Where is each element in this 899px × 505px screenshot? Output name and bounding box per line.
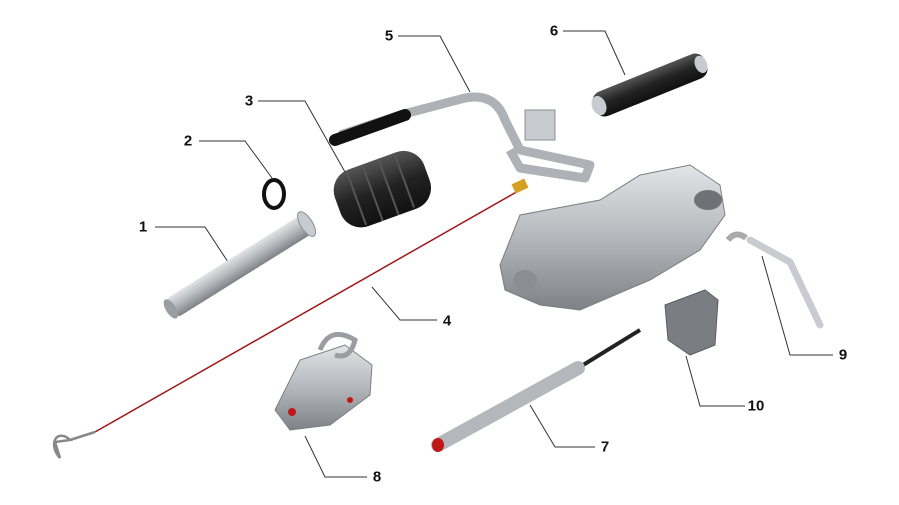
bent-rod xyxy=(725,231,824,329)
callout-9: 9 xyxy=(838,346,848,364)
callout-2: 2 xyxy=(183,132,193,150)
pin xyxy=(163,211,317,319)
callout-5: 5 xyxy=(384,27,394,45)
callout-8: 8 xyxy=(372,468,382,486)
handbrake-lever xyxy=(329,92,595,183)
callout-6: 6 xyxy=(549,22,559,40)
push-rod xyxy=(431,328,642,452)
callout-3: 3 xyxy=(244,92,254,110)
callout-7: 7 xyxy=(600,438,610,456)
leader-lines xyxy=(155,30,833,478)
breakaway-cable xyxy=(94,189,521,433)
o-ring xyxy=(262,178,286,210)
callout-4: 4 xyxy=(442,312,452,330)
callout-1: 1 xyxy=(138,218,148,236)
coupling-head xyxy=(274,331,373,431)
damper xyxy=(591,53,708,117)
cover xyxy=(664,289,719,356)
bellows xyxy=(333,150,432,228)
cable-hook xyxy=(52,430,96,459)
callout-10: 10 xyxy=(747,397,765,415)
coupling-housing xyxy=(499,164,726,311)
cable-clamp xyxy=(511,178,529,194)
